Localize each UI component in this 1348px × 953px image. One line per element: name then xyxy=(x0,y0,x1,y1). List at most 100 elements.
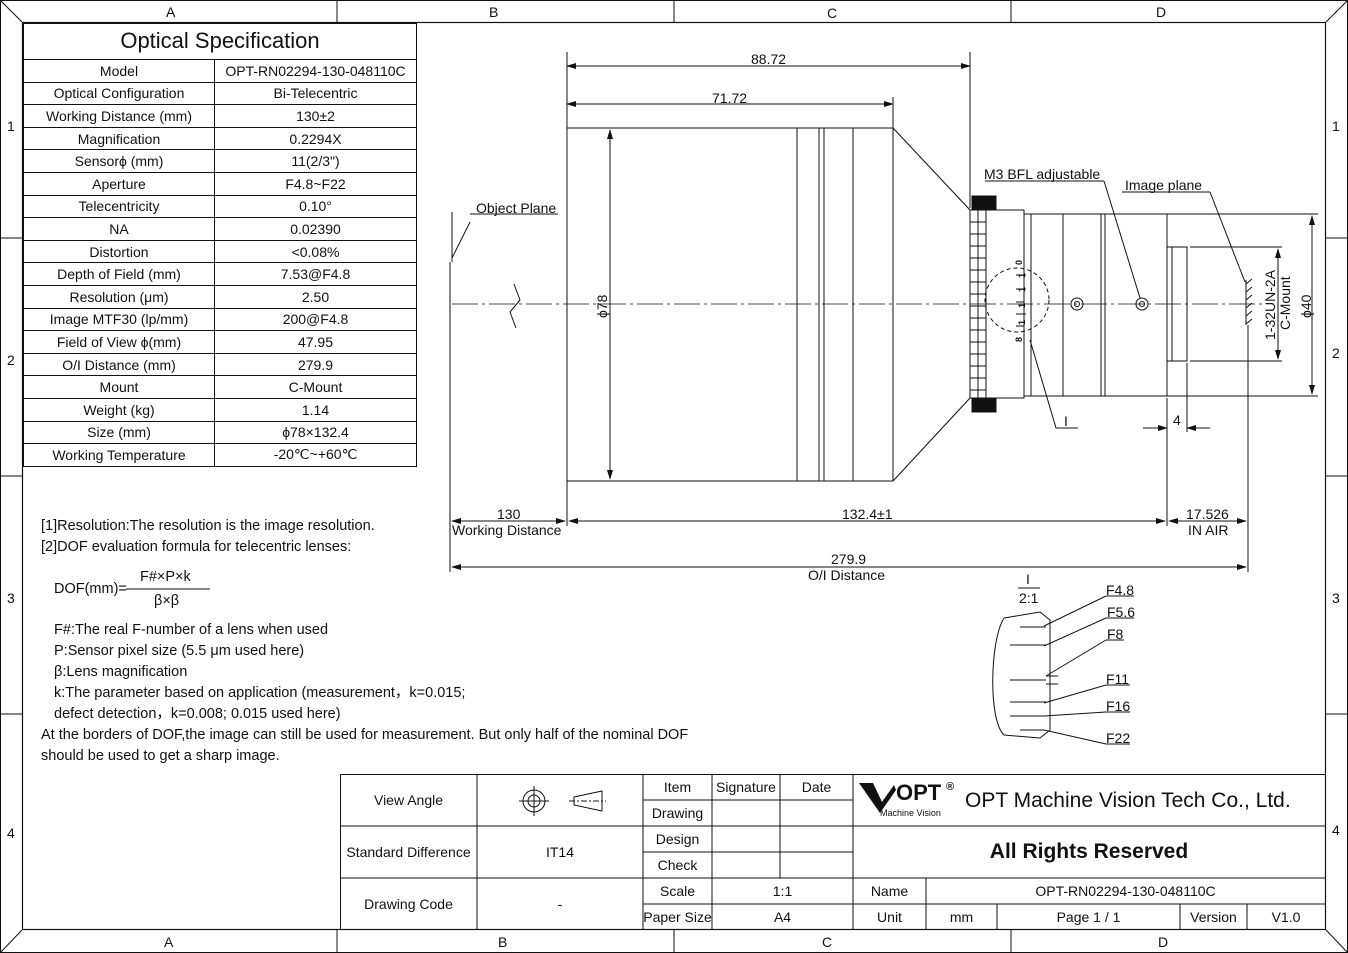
scale-label: Scale xyxy=(659,883,696,899)
projection-symbol-icon xyxy=(519,786,606,816)
air-value: 17.526 xyxy=(1186,506,1229,522)
spec-label: Size (mm) xyxy=(23,420,215,445)
spec-label: O/I Distance (mm) xyxy=(23,352,215,377)
col-label-c: C xyxy=(827,5,838,21)
spec-label: Aperture xyxy=(23,171,215,196)
row-label-1: 1 xyxy=(7,118,15,134)
design-row-label: Design xyxy=(655,831,700,847)
spec-value: -20℃~+60℃ xyxy=(214,443,417,467)
col-label-b-bottom: B xyxy=(498,934,508,950)
stop-f22: F22 xyxy=(1106,730,1131,746)
spec-row: Working Distance (mm)130±2 xyxy=(23,104,417,128)
dof-formula-numerator: F#×P×k xyxy=(140,569,191,585)
logo-text: OPT xyxy=(896,780,942,805)
spec-row: Image MTF30 (lp/mm)200@F4.8 xyxy=(23,307,417,332)
spec-value: 2.50 xyxy=(214,284,417,309)
paper-size-label: Paper Size xyxy=(643,909,712,925)
note-fnumber: F#:The real F-number of a lens when used xyxy=(54,622,329,638)
wd-value: 130 xyxy=(497,506,521,522)
spec-label: Telecentricity xyxy=(23,194,215,219)
dim-total-length: 88.72 xyxy=(751,51,787,67)
spec-value: 279.9 xyxy=(214,352,417,377)
spec-row: Working Temperature-20℃~+60℃ xyxy=(23,443,417,467)
dim-body-length: 71.72 xyxy=(712,90,748,106)
spec-value: OPT-RN02294-130-048110C xyxy=(214,59,417,83)
std-diff-label: Standard Difference xyxy=(346,844,471,860)
ring-mark-1b: 1 xyxy=(1017,302,1027,308)
name-value: OPT-RN02294-130-048110C xyxy=(1035,883,1216,899)
col-label-c-bottom: C xyxy=(822,934,833,950)
row-label-2: 2 xyxy=(7,352,15,368)
dim-diameter-78: ϕ78 xyxy=(594,294,610,318)
spec-value: F4.8~F22 xyxy=(214,171,417,196)
spec-label: Optical Configuration xyxy=(23,81,215,106)
ring-mark-1a: 1 xyxy=(1017,319,1027,325)
image-plane-label: Image plane xyxy=(1125,177,1203,193)
spec-title: Optical Specification xyxy=(120,28,320,53)
length-value: 132.4±1 xyxy=(842,506,893,522)
row-label-2-right: 2 xyxy=(1332,345,1340,361)
note-k-cont: defect detection，k=0.008; 0.015 used her… xyxy=(54,706,341,722)
stop-f4-8: F4.8 xyxy=(1106,582,1135,598)
scale-value: 1:1 xyxy=(772,883,793,899)
wd-label: Working Distance xyxy=(452,522,562,538)
spec-label: Magnification xyxy=(23,126,215,151)
name-label: Name xyxy=(870,883,909,899)
col-label-a: A xyxy=(166,4,176,20)
version-value: V1.0 xyxy=(1271,909,1301,925)
dim-4: 4 xyxy=(1173,412,1181,428)
air-label: IN AIR xyxy=(1188,522,1229,538)
detail-scale: 2:1 xyxy=(1019,590,1039,606)
ring-mark-8: 8 xyxy=(1014,336,1024,342)
row-label-1-right: 1 xyxy=(1332,118,1340,134)
spec-row: Depth of Field (mm)7.53@F4.8 xyxy=(23,262,417,286)
note-dof: [2]DOF evaluation formula for telecentri… xyxy=(41,539,352,555)
unit-value: mm xyxy=(949,909,974,925)
item-header: Item xyxy=(663,779,692,795)
drawing-code-label: Drawing Code xyxy=(364,896,453,912)
company-name: OPT Machine Vision Tech Co., Ltd. xyxy=(965,789,1291,812)
rights-text: All Rights Reserved xyxy=(989,840,1189,863)
version-label: Version xyxy=(1190,909,1237,925)
col-label-d-bottom: D xyxy=(1158,934,1169,950)
std-diff-value: IT14 xyxy=(545,844,574,860)
logo-registered-mark: ® xyxy=(946,781,955,793)
ring-mark-1d: 1 xyxy=(1017,272,1027,278)
logo-subtext: Machine Vision xyxy=(880,808,941,818)
dim-diameter-40: ϕ40 xyxy=(1298,294,1314,318)
note-beta: β:Lens magnification xyxy=(54,664,188,680)
detail-title: I xyxy=(1026,571,1030,587)
spec-value: 7.53@F4.8 xyxy=(214,262,417,286)
spec-label: Depth of Field (mm) xyxy=(23,262,215,286)
col-label-a-bottom: A xyxy=(164,934,174,950)
unit-label: Unit xyxy=(877,909,902,925)
dof-fraction-bar xyxy=(126,588,210,590)
stop-f11: F11 xyxy=(1106,671,1130,687)
title-block-grid xyxy=(340,774,1326,930)
bfl-label: M3 BFL adjustable xyxy=(984,166,1101,182)
note-resolution: [1]Resolution:The resolution is the imag… xyxy=(41,518,375,534)
spec-row: Size (mm)ϕ78×132.4 xyxy=(23,420,417,445)
spec-row: Sensorϕ (mm)11(2/3") xyxy=(23,149,417,173)
spec-label: Distortion xyxy=(23,239,215,264)
note-k: k:The parameter based on application (me… xyxy=(54,685,466,701)
oi-label: O/I Distance xyxy=(808,567,886,583)
row-label-3: 3 xyxy=(7,590,15,606)
spec-label: Sensorϕ (mm) xyxy=(23,149,215,173)
drawing-code-value: - xyxy=(557,896,563,912)
mount-label: C-Mount xyxy=(1277,276,1293,330)
spec-row: Field of View ϕ(mm)47.95 xyxy=(23,330,417,354)
note-pixel: P:Sensor pixel size (5.5 μm used here) xyxy=(54,643,305,659)
date-header: Date xyxy=(801,779,832,795)
row-label-4: 4 xyxy=(7,825,15,841)
signature-header: Signature xyxy=(716,779,776,795)
paper-size-value: A4 xyxy=(773,909,792,925)
dof-formula-lhs: DOF(mm)= xyxy=(54,581,127,597)
